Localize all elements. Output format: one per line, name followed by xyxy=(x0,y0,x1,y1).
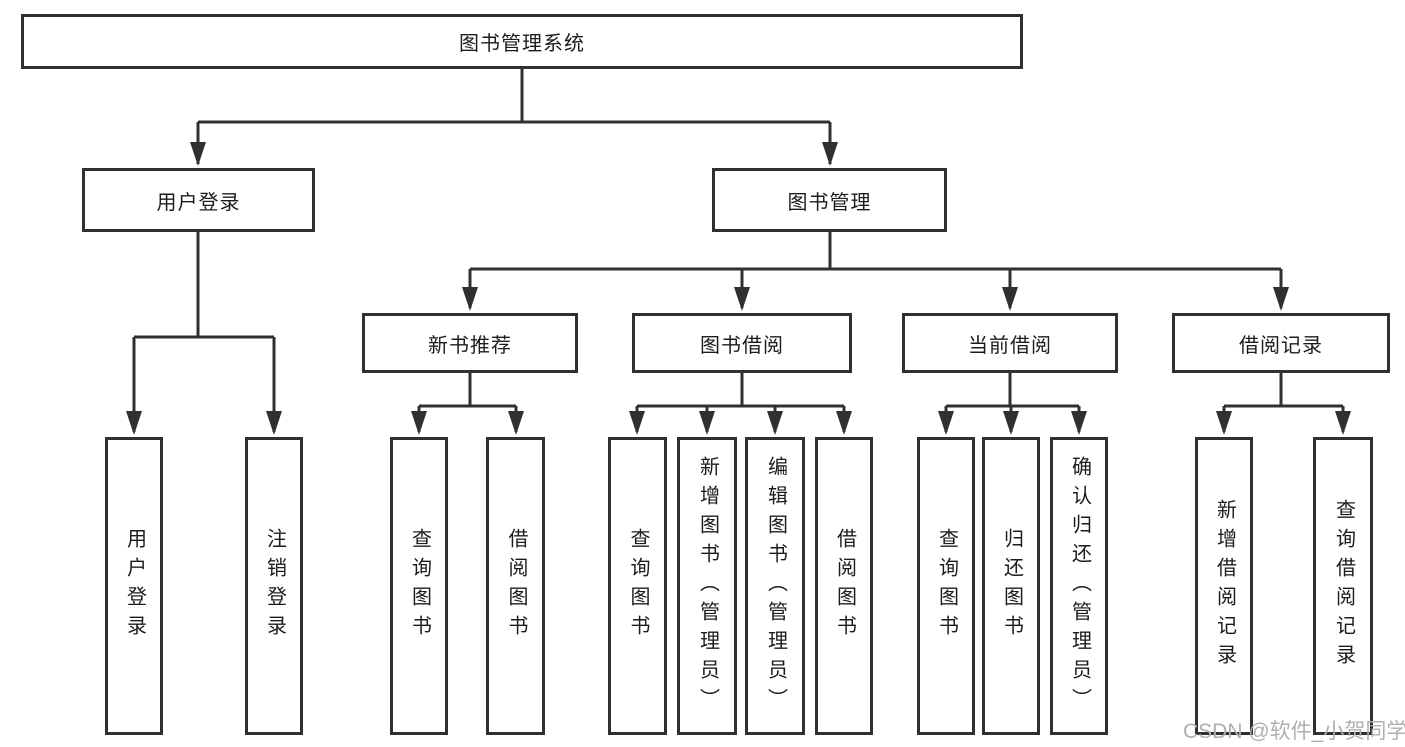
node-leaf-query-books-recommend-label: 查询图书 xyxy=(408,528,431,644)
node-root: 图书管理系统 xyxy=(21,14,1023,69)
node-leaf-add-borrow-record-label: 新增借阅记录 xyxy=(1213,499,1236,673)
node-new-book-recommend-label: 新书推荐 xyxy=(428,334,512,357)
node-current-borrowing: 当前借阅 xyxy=(902,313,1118,373)
node-user-login: 用户登录 xyxy=(82,168,315,232)
node-leaf-query-borrow-record: 查询借阅记录 xyxy=(1313,437,1373,735)
node-user-login-label: 用户登录 xyxy=(156,191,241,214)
node-leaf-logout: 注销登录 xyxy=(245,437,303,735)
node-root-label: 图书管理系统 xyxy=(459,33,585,55)
node-leaf-add-books-admin-label: 新增图书（管理员） xyxy=(696,455,719,717)
node-leaf-query-books-borrowing-label: 查询图书 xyxy=(627,528,649,644)
node-leaf-query-books-current-label: 查询图书 xyxy=(935,528,958,644)
node-leaf-query-books-borrowing: 查询图书 xyxy=(608,437,667,735)
node-leaf-query-borrow-record-label: 查询借阅记录 xyxy=(1332,499,1355,673)
node-leaf-user-login-label: 用户登录 xyxy=(123,528,146,644)
node-leaf-borrow-books: 借阅图书 xyxy=(815,437,873,735)
node-leaf-query-books-recommend: 查询图书 xyxy=(390,437,448,735)
node-leaf-borrow-books-label: 借阅图书 xyxy=(833,528,856,644)
node-leaf-logout-label: 注销登录 xyxy=(263,528,286,644)
node-leaf-edit-books-admin-label: 编辑图书（管理员） xyxy=(764,455,787,717)
node-leaf-add-books-admin: 新增图书（管理员） xyxy=(677,437,737,735)
node-leaf-edit-books-admin: 编辑图书（管理员） xyxy=(745,437,805,735)
node-book-borrowing: 图书借阅 xyxy=(632,313,852,373)
node-borrowing-records: 借阅记录 xyxy=(1172,313,1390,373)
node-leaf-return-books: 归还图书 xyxy=(982,437,1040,735)
node-leaf-query-books-current: 查询图书 xyxy=(917,437,975,735)
node-leaf-borrow-books-recommend: 借阅图书 xyxy=(486,437,545,735)
csdn-watermark: CSDN @软件_小贺同学 xyxy=(1183,720,1405,743)
node-new-book-recommend: 新书推荐 xyxy=(362,313,578,373)
node-leaf-add-borrow-record: 新增借阅记录 xyxy=(1195,437,1253,735)
node-leaf-borrow-books-recommend-label: 借阅图书 xyxy=(505,528,527,644)
node-leaf-confirm-return-admin: 确认归还（管理员） xyxy=(1050,437,1108,735)
node-leaf-return-books-label: 归还图书 xyxy=(1000,528,1023,644)
node-leaf-user-login: 用户登录 xyxy=(105,437,163,735)
node-leaf-confirm-return-admin-label: 确认归还（管理员） xyxy=(1068,455,1091,717)
node-book-borrowing-label: 图书借阅 xyxy=(700,334,784,357)
node-current-borrowing-label: 当前借阅 xyxy=(968,334,1052,357)
node-borrowing-records-label: 借阅记录 xyxy=(1239,334,1323,357)
node-book-management: 图书管理 xyxy=(712,168,947,232)
node-book-management-label: 图书管理 xyxy=(787,191,872,214)
